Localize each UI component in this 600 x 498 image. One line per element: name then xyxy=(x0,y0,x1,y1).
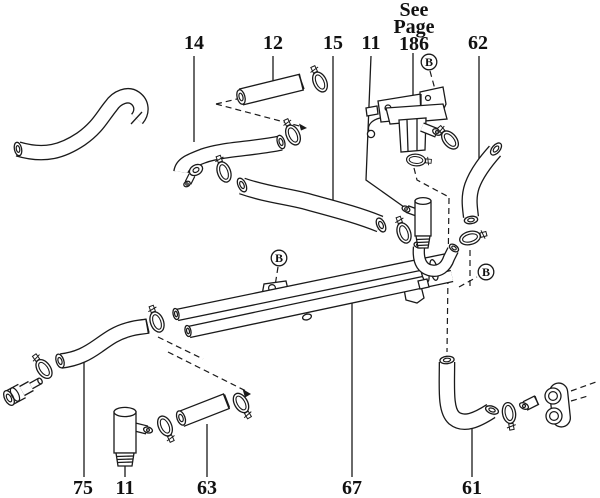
hose-14-end-fitting xyxy=(183,163,204,188)
hose-clamp xyxy=(500,400,520,432)
callout-15: 15 xyxy=(323,32,343,54)
hose-14 xyxy=(173,134,286,188)
callout-62: 62 xyxy=(468,32,488,54)
u-connector-hose xyxy=(412,241,460,277)
see-page-word2: Page xyxy=(393,16,434,38)
hose-15 xyxy=(236,177,387,233)
callout-63: 63 xyxy=(197,477,217,498)
hose-12 xyxy=(236,73,305,106)
callout-14: 14 xyxy=(184,32,204,54)
leader-11-top xyxy=(365,55,405,208)
valve-lever xyxy=(367,117,381,132)
dashed-reference-lines xyxy=(157,70,597,402)
bypass-pipe-assembly-67 xyxy=(172,252,454,339)
hose-clamp xyxy=(405,152,433,168)
hose-clamp xyxy=(154,413,179,445)
see-page-number: 186 xyxy=(399,33,429,55)
hose-62 xyxy=(461,142,503,225)
heater-union-fitting xyxy=(518,382,572,428)
pipe-tab xyxy=(301,313,313,321)
leader-lines xyxy=(83,53,480,477)
hose-clamp xyxy=(28,350,56,382)
hose-clamp xyxy=(306,63,331,95)
see-page-word1: See xyxy=(400,0,429,21)
hose-clamp xyxy=(433,122,463,153)
hose-63 xyxy=(175,393,231,427)
check-valve-11-bottom xyxy=(113,406,154,467)
check-valve-11-top xyxy=(401,196,432,249)
hose-top-left xyxy=(13,88,149,161)
hose-clamp xyxy=(391,214,415,246)
union-nipple xyxy=(518,395,540,411)
detail-marker-letter: B xyxy=(425,55,433,69)
detail-marker-letter: B xyxy=(482,265,490,279)
detail-marker-b2: B xyxy=(270,249,288,267)
callout-11-top: 11 xyxy=(362,32,381,54)
heater-valve-assembly xyxy=(365,86,448,153)
hose-clamp xyxy=(457,226,489,248)
callout-75: 75 xyxy=(73,477,93,498)
callout-61: 61 xyxy=(462,477,482,498)
detail-marker-b1: B xyxy=(420,53,438,71)
hose-clamp xyxy=(229,390,256,422)
callout-67: 67 xyxy=(342,477,362,498)
hose-61 xyxy=(438,355,500,430)
hose-75 xyxy=(55,318,150,369)
valve-11b-nipple xyxy=(133,422,154,435)
inlet-connector-fitting xyxy=(3,377,43,406)
callout-12: 12 xyxy=(263,32,283,54)
callout-11-bottom: 11 xyxy=(116,477,135,498)
callout-labels: 14 12 15 11 See Page 186 62 75 11 63 67 … xyxy=(73,0,488,498)
detail-marker-letter: B xyxy=(275,251,283,265)
detail-marker-b3: B xyxy=(477,263,495,281)
